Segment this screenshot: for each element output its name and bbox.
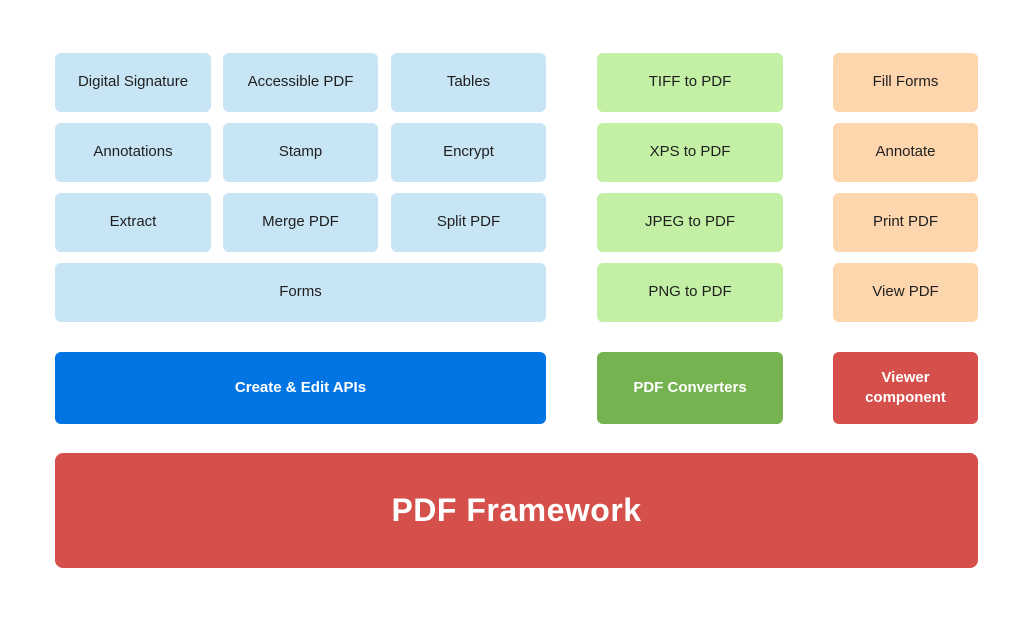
feature-annotate: Annotate: [833, 123, 978, 182]
feature-fill-forms: Fill Forms: [833, 53, 978, 112]
feature-tables: Tables: [391, 53, 546, 112]
feature-annotations: Annotations: [55, 123, 211, 182]
create-edit-apis-block: Create & Edit APIs: [55, 352, 546, 424]
feature-encrypt: Encrypt: [391, 123, 546, 182]
feature-xps-to-pdf: XPS to PDF: [597, 123, 783, 182]
feature-digital-signature: Digital Signature: [55, 53, 211, 112]
feature-accessible-pdf: Accessible PDF: [223, 53, 378, 112]
feature-merge-pdf: Merge PDF: [223, 193, 378, 252]
feature-stamp: Stamp: [223, 123, 378, 182]
viewer-component-block: Viewer component: [833, 352, 978, 424]
feature-extract: Extract: [55, 193, 211, 252]
feature-jpeg-to-pdf: JPEG to PDF: [597, 193, 783, 252]
feature-png-to-pdf: PNG to PDF: [597, 263, 783, 322]
pdf-converters-block: PDF Converters: [597, 352, 783, 424]
feature-print-pdf: Print PDF: [833, 193, 978, 252]
feature-split-pdf: Split PDF: [391, 193, 546, 252]
feature-view-pdf: View PDF: [833, 263, 978, 322]
pdf-framework-base-block: PDF Framework: [55, 453, 978, 568]
feature-forms: Forms: [55, 263, 546, 322]
feature-tiff-to-pdf: TIFF to PDF: [597, 53, 783, 112]
